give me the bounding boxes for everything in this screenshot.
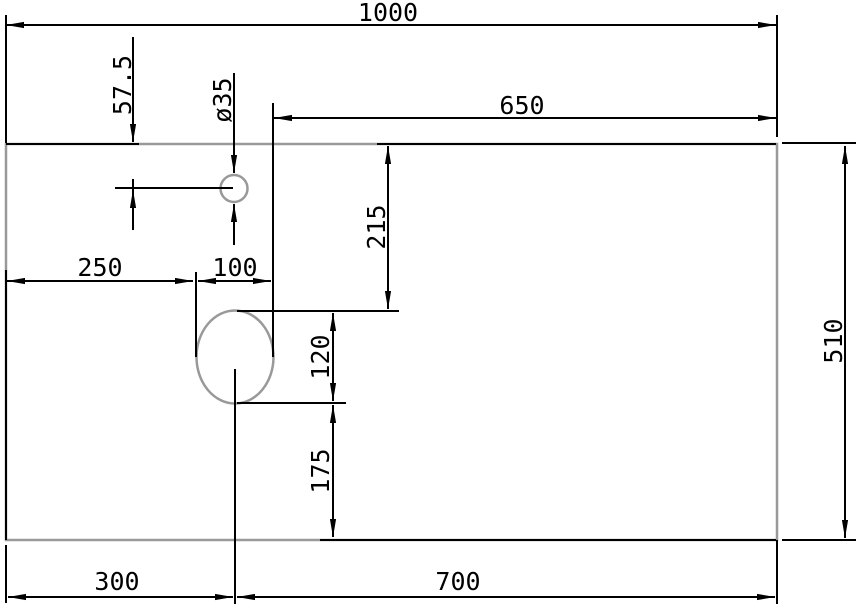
extension-lines-group: [5, 15, 856, 604]
dimension-labels-group: 1000 650 250 100 300 700 57.5 ø35 215 12…: [77, 0, 848, 596]
dim-label-cutout-width: 100: [212, 253, 257, 282]
part-outline-group: [4, 142, 779, 542]
dim-label-total-height: 510: [819, 318, 848, 363]
dim-label-cutout-height: 120: [306, 334, 335, 379]
dim-label-bottom-right-span: 700: [435, 567, 480, 596]
dim-label-left-span: 250: [77, 253, 122, 282]
dimension-lines-group: [6, 21, 849, 601]
dim-label-total-width: 1000: [358, 0, 418, 27]
dim-label-right-span: 650: [499, 91, 544, 120]
panel-outline: [4, 142, 779, 542]
dim-label-faucet-diameter: ø35: [208, 77, 237, 122]
dim-label-cutout-to-bottom: 175: [306, 448, 335, 493]
dim-label-faucet-offset-top: 57.5: [108, 55, 137, 115]
dim-label-top-to-cutout: 215: [362, 204, 391, 249]
dim-label-bottom-left-span: 300: [94, 567, 139, 596]
